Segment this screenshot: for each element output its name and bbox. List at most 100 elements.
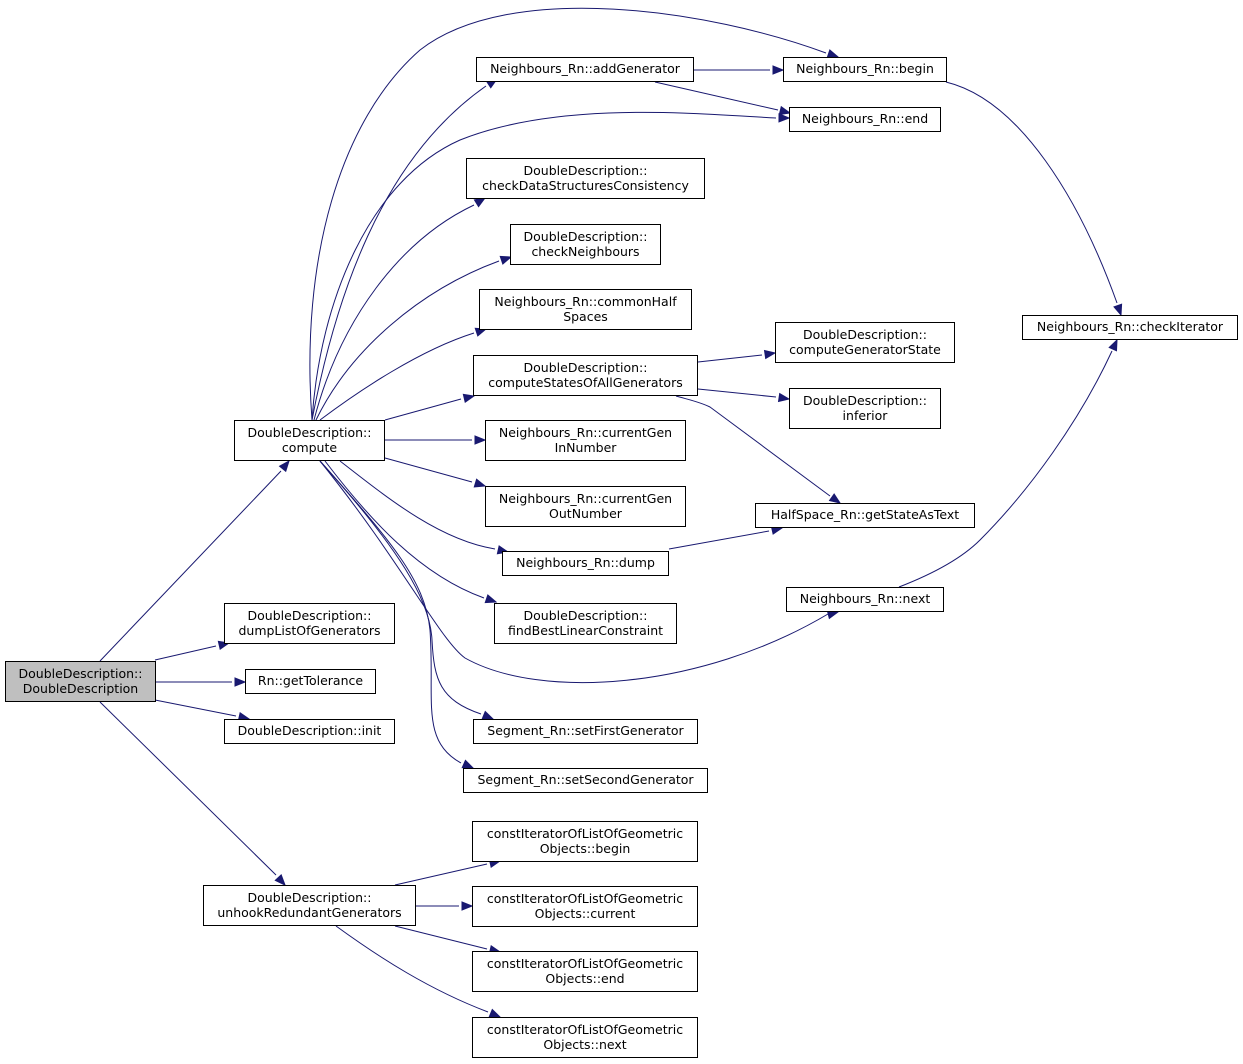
node-get-state-as-text[interactable]: HalfSpace_Rn::getStateAsText	[755, 503, 975, 528]
node-compute-generator-state[interactable]: DoubleDescription:: computeGeneratorStat…	[775, 322, 955, 363]
node-const-iterator-begin[interactable]: constIteratorOfListOfGeometric Objects::…	[472, 821, 698, 862]
node-label-line-1: constIteratorOfListOfGeometric	[486, 826, 684, 841]
node-common-half-spaces[interactable]: Neighbours_Rn::commonHalf Spaces	[479, 289, 692, 330]
node-label-line-1: DoubleDescription::	[803, 393, 927, 408]
node-compute-states-of-all-generators[interactable]: DoubleDescription:: computeStatesOfAllGe…	[473, 355, 698, 396]
node-label-line-2: dumpListOfGenerators	[238, 622, 381, 638]
node-check-neighbours[interactable]: DoubleDescription:: checkNeighbours	[510, 224, 661, 265]
arrowhead-icon	[1108, 338, 1118, 352]
node-neighbours-begin[interactable]: Neighbours_Rn::begin	[783, 57, 947, 82]
node-label-line-1: HalfSpace_Rn::getStateAsText	[770, 507, 960, 523]
node-neighbours-next[interactable]: Neighbours_Rn::next	[786, 587, 944, 612]
node-compute[interactable]: DoubleDescription:: compute	[234, 420, 385, 461]
node-label-line-2: Objects::next	[543, 1036, 627, 1052]
node-label-line-1: DoubleDescription::	[247, 425, 372, 440]
call-edge	[335, 925, 489, 1013]
node-find-best-linear-constraint[interactable]: DoubleDescription:: findBestLinearConstr…	[494, 603, 677, 644]
call-edge	[697, 388, 777, 398]
node-label-line-1: Neighbours_Rn::addGenerator	[490, 61, 680, 77]
node-label-line-2: inferior	[842, 407, 888, 423]
call-edge	[319, 460, 482, 715]
node-label-line-2: OutNumber	[549, 505, 622, 521]
call-edge	[311, 111, 777, 421]
node-check-iterator[interactable]: Neighbours_Rn::checkIterator	[1022, 315, 1238, 340]
node-label-line-2: computeStatesOfAllGenerators	[488, 374, 683, 390]
call-edge	[384, 398, 462, 421]
node-const-iterator-current[interactable]: constIteratorOfListOfGeometric Objects::…	[472, 886, 698, 927]
node-label-line-1: Neighbours_Rn::currentGen	[498, 425, 673, 440]
node-init[interactable]: DoubleDescription::init	[224, 719, 395, 744]
node-check-data-structures-consistency[interactable]: DoubleDescription:: checkDataStructuresC…	[466, 158, 705, 199]
arrowhead-icon	[278, 459, 290, 473]
arrowhead-icon	[778, 105, 792, 116]
node-label-line-2: computeGeneratorState	[789, 341, 941, 357]
call-edge	[154, 699, 237, 717]
call-edge	[945, 81, 1118, 304]
call-edge	[315, 260, 500, 421]
arrowhead-icon	[488, 1008, 502, 1018]
node-inferior[interactable]: DoubleDescription:: inferior	[789, 388, 941, 429]
node-label-line-1: Neighbours_Rn::commonHalf	[494, 294, 677, 309]
call-edge	[898, 350, 1113, 588]
call-edge	[339, 460, 496, 550]
call-edge	[311, 85, 487, 421]
node-label-line-2: Objects::current	[534, 905, 636, 921]
arrowhead-icon	[772, 65, 785, 75]
call-edge	[319, 332, 475, 421]
node-add-generator[interactable]: Neighbours_Rn::addGenerator	[476, 57, 694, 82]
node-label-line-2: Spaces	[563, 308, 608, 324]
node-label-line-1: DoubleDescription::	[18, 666, 143, 681]
node-label-line-1: DoubleDescription::	[247, 890, 372, 905]
node-label-line-2: Objects::end	[545, 970, 625, 986]
arrowhead-icon	[274, 874, 286, 886]
arrowhead-icon	[461, 901, 474, 911]
arrowhead-icon	[474, 435, 487, 445]
call-edge	[154, 645, 217, 661]
node-const-iterator-next[interactable]: constIteratorOfListOfGeometric Objects::…	[472, 1017, 698, 1058]
node-neighbours-end[interactable]: Neighbours_Rn::end	[789, 107, 941, 132]
node-label-line-2: checkNeighbours	[531, 243, 640, 259]
node-label-line-1: Neighbours_Rn::next	[799, 591, 931, 607]
arrowhead-icon	[462, 393, 476, 404]
arrowhead-icon	[828, 493, 842, 504]
node-label-line-1: Neighbours_Rn::end	[801, 111, 929, 127]
node-dump-list-of-generators[interactable]: DoubleDescription:: dumpListOfGenerators	[224, 603, 395, 644]
call-edge	[99, 470, 282, 662]
node-label-line-1: DoubleDescription::	[523, 229, 648, 244]
call-edge	[309, 7, 827, 421]
node-label-line-1: DoubleDescription::init	[237, 723, 382, 739]
node-label-line-2: Objects::begin	[539, 840, 631, 856]
arrowhead-icon	[778, 113, 791, 123]
node-get-tolerance[interactable]: Rn::getTolerance	[245, 669, 376, 694]
node-label-line-1: DoubleDescription::	[523, 163, 648, 178]
arrowhead-icon	[484, 594, 498, 604]
node-neighbours-dump[interactable]: Neighbours_Rn::dump	[502, 551, 669, 576]
node-label-line-1: Segment_Rn::setFirstGenerator	[487, 723, 684, 739]
node-current-gen-out-number[interactable]: Neighbours_Rn::currentGen OutNumber	[485, 486, 686, 527]
call-edge	[384, 457, 473, 483]
node-set-second-generator[interactable]: Segment_Rn::setSecondGenerator	[463, 768, 708, 793]
call-edge	[313, 204, 475, 421]
arrowhead-icon	[481, 710, 495, 720]
node-label-line-2: checkDataStructuresConsistency	[482, 177, 689, 193]
node-label-line-1: Neighbours_Rn::checkIterator	[1036, 319, 1224, 335]
node-label-line-1: Segment_Rn::setSecondGenerator	[477, 772, 694, 788]
node-label-line-1: constIteratorOfListOfGeometric	[486, 891, 684, 906]
call-edge	[319, 460, 462, 764]
arrowhead-icon	[473, 478, 487, 488]
node-unhook-redundant-generators[interactable]: DoubleDescription:: unhookRedundantGener…	[203, 885, 416, 926]
arrowhead-icon	[763, 349, 777, 360]
node-label-line-1: constIteratorOfListOfGeometric	[486, 1022, 684, 1037]
call-edge	[319, 460, 829, 684]
node-label-line-2: findBestLinearConstraint	[507, 622, 664, 638]
node-label-line-1: Neighbours_Rn::begin	[796, 61, 934, 77]
node-current-gen-in-number[interactable]: Neighbours_Rn::currentGen InNumber	[485, 420, 686, 461]
node-const-iterator-end[interactable]: constIteratorOfListOfGeometric Objects::…	[472, 951, 698, 992]
call-edge	[697, 354, 763, 363]
arrowhead-icon	[499, 255, 513, 265]
node-double-description-ctor: DoubleDescription:: DoubleDescription	[5, 661, 156, 702]
node-set-first-generator[interactable]: Segment_Rn::setFirstGenerator	[473, 719, 698, 744]
node-label-line-1: constIteratorOfListOfGeometric	[486, 956, 684, 971]
arrowhead-icon	[1113, 303, 1123, 317]
